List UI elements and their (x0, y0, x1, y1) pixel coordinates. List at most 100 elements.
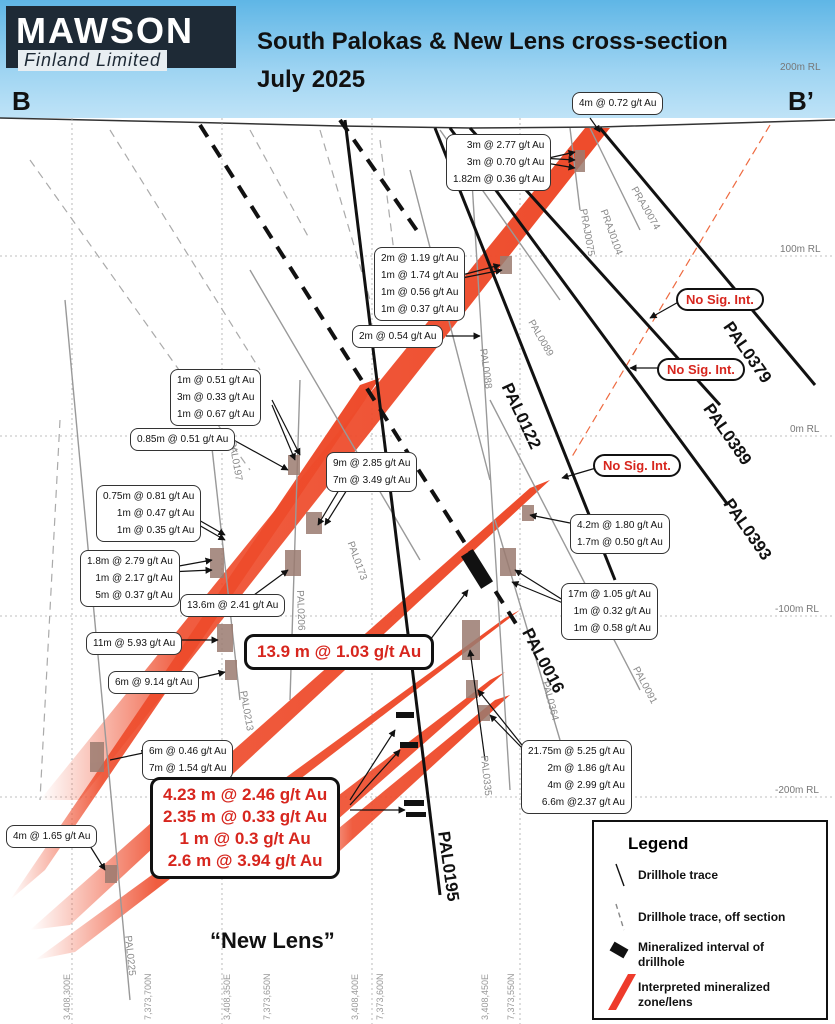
rl-label-0: 0m RL (790, 424, 820, 435)
logo-sub-text: Finland Limited (18, 50, 168, 71)
highlight-line: 2.35 m @ 0.33 g/t Au (163, 807, 328, 826)
lens-upper (40, 128, 610, 800)
rl-label-100: 100m RL (780, 244, 821, 255)
coord-e-4: 3,408,450E (480, 973, 490, 1020)
new-lens-label: “New Lens” (210, 928, 335, 953)
highlight-line: 4.23 m @ 2.46 g/t Au (163, 785, 328, 804)
mawson-logo: MAWSON Finland Limited (6, 6, 236, 71)
mineralized-intervals (396, 549, 494, 817)
highlight-line: 2.6 m @ 3.94 g/t Au (167, 851, 323, 870)
intercept-label: 6m @ 9.14 g/t Au (108, 671, 200, 694)
hole-label-pal0206: PAL0206 (294, 590, 307, 631)
intercept-line: 7m @ 3.49 g/t Au (333, 475, 411, 486)
no-sig-int-pal0389: No Sig. Int. (657, 358, 745, 381)
intercept-label: 13.6m @ 2.41 g/t Au (180, 594, 286, 617)
coord-n-1: 7,373,700N (143, 973, 153, 1020)
intercept-line: 1.7m @ 0.50 g/t Au (577, 537, 663, 548)
intercept-label: 11m @ 5.93 g/t Au (86, 632, 183, 655)
section-end-left: B (12, 86, 31, 116)
intercept-line: 1.82m @ 0.36 g/t Au (453, 174, 545, 185)
intercept-line: 13.6m @ 2.41 g/t Au (187, 600, 279, 611)
rl-label-200: 200m RL (780, 62, 821, 73)
intercept-label: 21.75m @ 5.25 g/t Au 2m @ 1.86 g/t Au 4m… (521, 740, 632, 814)
coord-e-3: 3,408,400E (350, 973, 360, 1020)
intercept-line: 17m @ 1.05 g/t Au (568, 589, 651, 600)
intercept-line: 2m @ 1.19 g/t Au (381, 253, 459, 264)
off-section-traces (29, 129, 401, 801)
page-subtitle-date: July 2025 (257, 66, 366, 93)
intercept-line: 2m @ 1.86 g/t Au (547, 763, 625, 774)
legend-drillhole-trace: Drillhole trace (638, 868, 719, 882)
rl-label-minus100: -100m RL (775, 604, 819, 615)
legend-mineralized-interval: Mineralized interval of drillhole (638, 940, 765, 969)
legend-mineralized-zone: Interpreted mineralized zone/lens (638, 980, 771, 1009)
intercept-line: 21.75m @ 5.25 g/t Au (528, 746, 625, 757)
intercept-line: 1m @ 1.74 g/t Au (381, 270, 459, 281)
intercept-line: 1m @ 2.17 g/t Au (95, 573, 173, 584)
intercept-line: 1m @ 0.47 g/t Au (116, 508, 195, 519)
section-end-right: B’ (788, 86, 814, 116)
intercept-line: 1m @ 0.37 g/t Au (381, 304, 459, 315)
logo-main-text: MAWSON (16, 10, 194, 51)
legend: Legend Drillhole trace Drillhole trace, … (592, 820, 828, 1020)
coord-e-1: 3,408,300E (62, 973, 72, 1020)
highlight-pal0016: 13.9 m @ 1.03 g/t Au (244, 634, 435, 670)
intercept-label: 4m @ 1.65 g/t Au (6, 825, 98, 848)
trace-pal0016 (198, 123, 522, 632)
highlight-line: 1 m @ 0.3 g/t Au (179, 829, 311, 848)
intercept-line: 1m @ 0.58 g/t Au (573, 623, 651, 634)
intercept-label: 3m @ 2.77 g/t Au 3m @ 0.70 g/t Au 1.82m … (446, 134, 552, 191)
intercept-line: 3m @ 0.70 g/t Au (466, 157, 545, 168)
page-title: South Palokas & New Lens cross-section (257, 28, 728, 55)
coord-n-3: 7,373,600N (375, 973, 385, 1020)
intercept-line: 6m @ 9.14 g/t Au (115, 677, 193, 688)
intercept-line: 6.6m @2.37 g/t Au (541, 797, 625, 808)
intercept-label: 4m @ 0.72 g/t Au (572, 92, 664, 115)
trace-pal0122 (433, 127, 617, 581)
orange-dashed-trace (569, 124, 771, 461)
grey-intervals (90, 150, 585, 883)
rl-label-minus200: -200m RL (775, 785, 819, 796)
intercept-line: 4.2m @ 1.80 g/t Au (577, 520, 663, 531)
intercept-label: 9m @ 2.85 g/t Au 7m @ 3.49 g/t Au (326, 452, 418, 492)
intercept-label: 2m @ 0.54 g/t Au (352, 325, 444, 348)
intercept-line: 1m @ 0.67 g/t Au (177, 409, 255, 420)
intercept-line: 7m @ 1.54 g/t Au (149, 763, 227, 774)
intercept-label: 6m @ 0.46 g/t Au 7m @ 1.54 g/t Au (142, 740, 234, 780)
dashed-drill-traces (198, 118, 522, 632)
intercept-line: 0.85m @ 0.51 g/t Au (137, 434, 229, 445)
intercept-line: 2m @ 0.54 g/t Au (359, 331, 437, 342)
intercept-line: 11m @ 5.93 g/t Au (93, 638, 176, 649)
intercept-line: 1m @ 0.35 g/t Au (116, 525, 195, 536)
intercept-line: 1m @ 0.51 g/t Au (177, 375, 255, 386)
intercept-line: 1.8m @ 2.79 g/t Au (87, 556, 173, 567)
intercept-line: 3m @ 0.33 g/t Au (177, 392, 255, 403)
lens-lower-4 (300, 695, 510, 860)
intercept-line: 6m @ 0.46 g/t Au (149, 746, 227, 757)
intercept-label: 17m @ 1.05 g/t Au 1m @ 0.32 g/t Au 1m @ … (561, 583, 658, 640)
legend-title: Legend (628, 834, 689, 853)
trace-pal0379 (598, 127, 817, 386)
coord-e-2: 3,408,350E (222, 973, 232, 1020)
intercept-line: 4m @ 1.65 g/t Au (13, 831, 91, 842)
intercept-line: 1m @ 0.32 g/t Au (573, 606, 651, 617)
legend-drillhole-off-section: Drillhole trace, off section (638, 910, 786, 924)
title-banner: MAWSON Finland Limited South Palokas & N… (0, 0, 835, 118)
intercept-line: 5m @ 0.37 g/t Au (95, 590, 173, 601)
trace-pal0195 (343, 119, 442, 896)
intercept-line: 9m @ 2.85 g/t Au (333, 458, 411, 469)
intercept-label: 0.85m @ 0.51 g/t Au (130, 428, 236, 451)
intercept-line: 3m @ 2.77 g/t Au (466, 140, 545, 151)
intercept-line: 4m @ 0.72 g/t Au (579, 98, 657, 109)
intercept-label: 4.2m @ 1.80 g/t Au 1.7m @ 0.50 g/t Au (570, 514, 670, 554)
no-sig-int-pal0393: No Sig. Int. (593, 454, 681, 477)
no-sig-int-pal0379: No Sig. Int. (676, 288, 764, 311)
coord-n-4: 7,373,550N (506, 973, 516, 1020)
intercept-label: 0.75m @ 0.81 g/t Au 1m @ 0.47 g/t Au 1m … (96, 485, 202, 542)
topography-line (0, 117, 835, 129)
intercept-label: 1m @ 0.51 g/t Au 3m @ 0.33 g/t Au 1m @ 0… (170, 369, 262, 426)
intercept-line: 0.75m @ 0.81 g/t Au (103, 491, 195, 502)
intercept-label: 2m @ 1.19 g/t Au 1m @ 1.74 g/t Au 1m @ 0… (374, 247, 466, 321)
intercept-line: 4m @ 2.99 g/t Au (547, 780, 625, 791)
legend-symbols (608, 863, 636, 1010)
